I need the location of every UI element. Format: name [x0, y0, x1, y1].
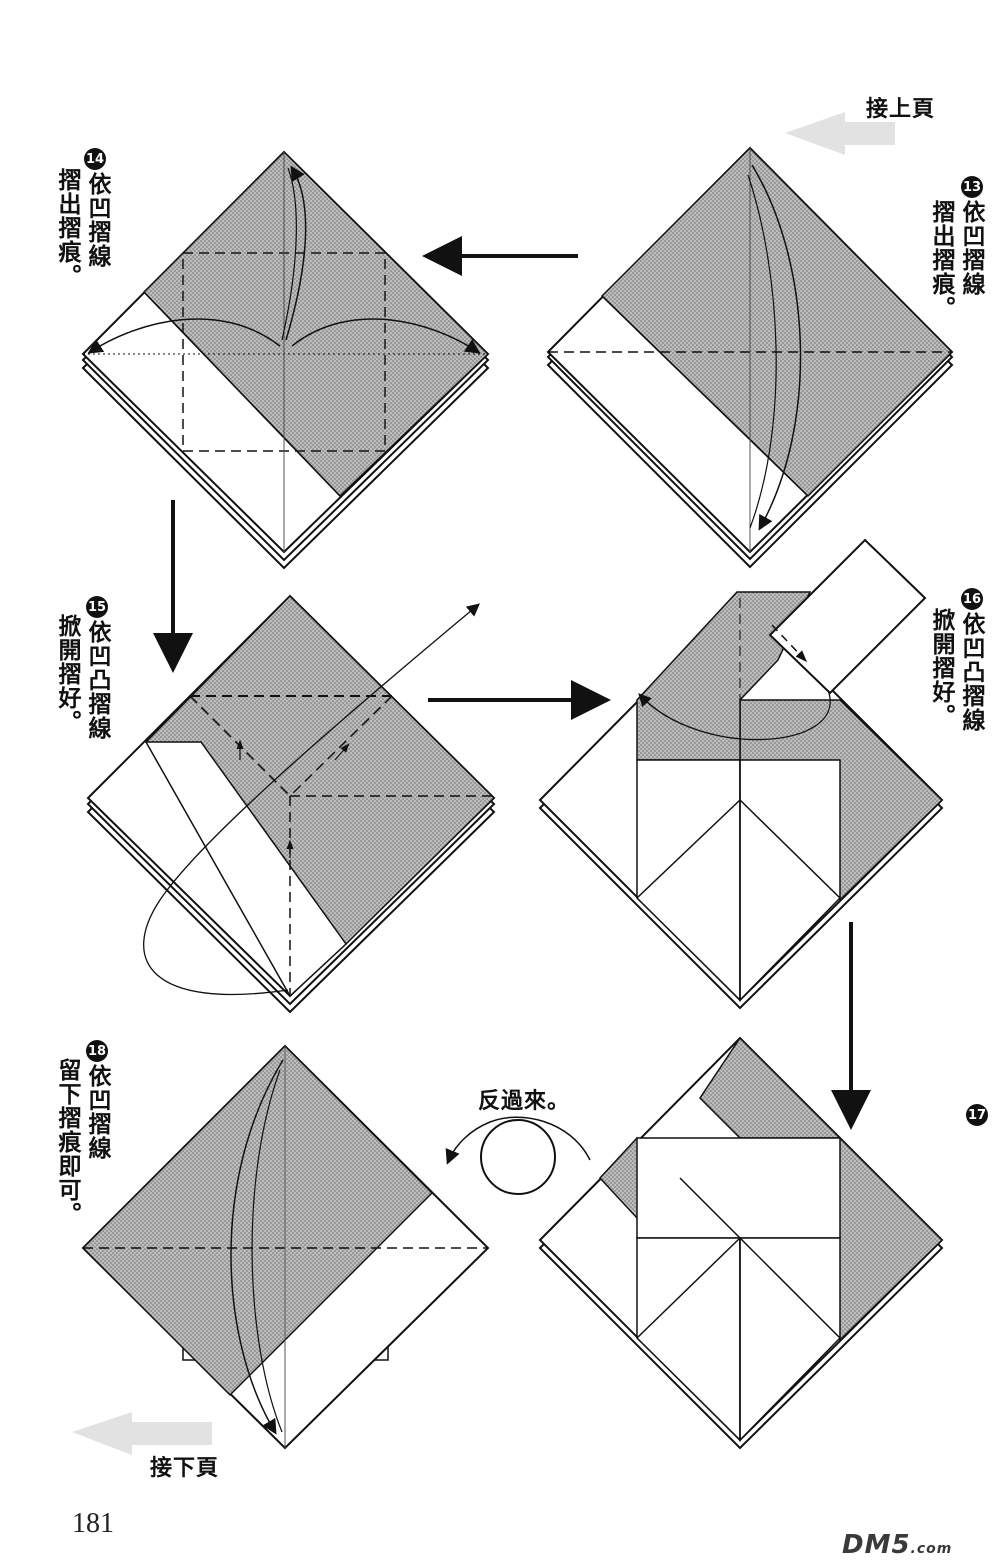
- site-logo: DM5.com: [842, 1530, 952, 1560]
- step-13-number: 13: [961, 176, 983, 198]
- page-number: 181: [72, 1508, 114, 1539]
- step-18-line1: 依凹摺線: [84, 1064, 110, 1160]
- turn-over-label: 反過來。: [478, 1089, 571, 1114]
- step-14-number: 14: [84, 148, 106, 170]
- step-14-diagram: [81, 150, 490, 570]
- step-16-line1: 依凹凸摺線: [958, 612, 984, 732]
- step-15-line1: 依凹凸摺線: [84, 620, 110, 740]
- continue-to-label: 接下頁: [150, 1456, 220, 1481]
- continue-to-arrow: [72, 1412, 212, 1455]
- step-15-number: 15: [86, 596, 108, 618]
- turn-over-arrow: [445, 1116, 591, 1195]
- step-15-diagram: [86, 594, 496, 1014]
- step-13-diagram: [546, 146, 954, 569]
- continue-from-arrow: [785, 112, 895, 155]
- step-16-diagram: [538, 538, 944, 1010]
- continue-from-label: 接上頁: [866, 97, 936, 122]
- step-13-line2: 摺出摺痕。: [928, 200, 954, 320]
- step-18-diagram: [81, 1044, 490, 1450]
- step-16-number: 16: [961, 588, 983, 610]
- step-16-line2: 掀開摺好。: [928, 608, 954, 728]
- step-17-number: 17: [966, 1104, 988, 1126]
- logo-text: DM5: [842, 1530, 911, 1560]
- step-18-number: 18: [86, 1040, 108, 1062]
- logo-suffix: .com: [910, 1541, 953, 1557]
- step-17-diagram: [538, 1036, 944, 1450]
- step-14-line1: 依凹摺線: [84, 172, 110, 268]
- step-14-line2: 摺出摺痕。: [54, 168, 80, 288]
- step-15-line2: 掀開摺好。: [54, 614, 80, 734]
- step-18-line2: 留下摺痕即可。: [54, 1058, 80, 1226]
- step-13-line1: 依凹摺線: [958, 200, 984, 296]
